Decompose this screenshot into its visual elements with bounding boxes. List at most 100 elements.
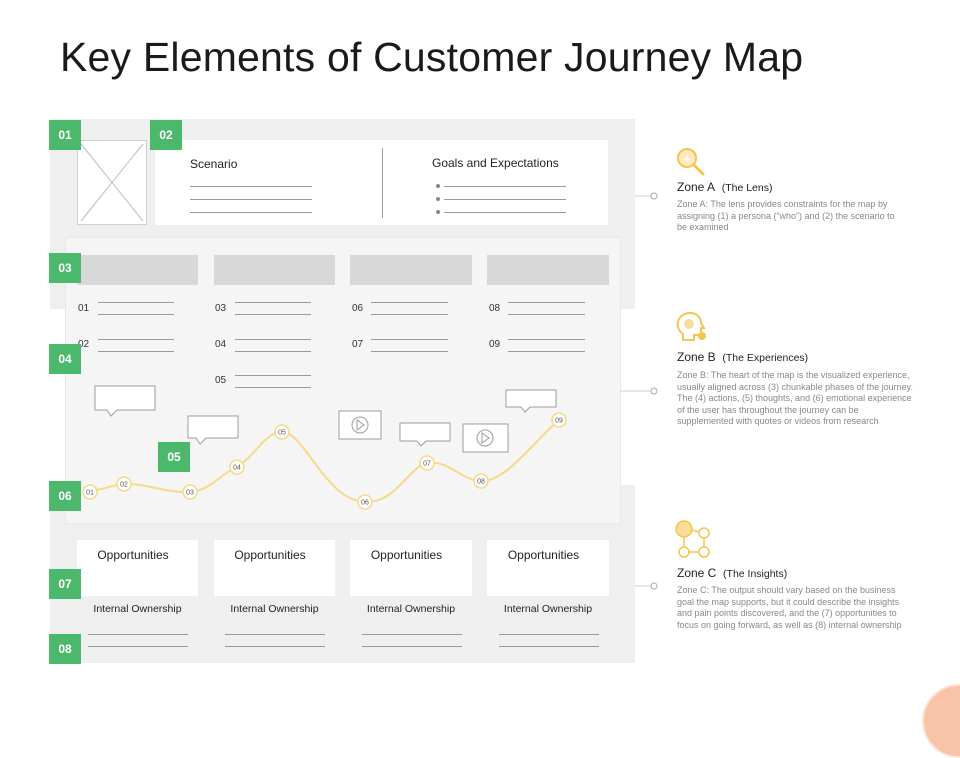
speech-bubble-icon xyxy=(505,389,557,413)
svg-text:+: + xyxy=(683,154,691,165)
curve-point-label: 09 xyxy=(555,418,563,425)
page-title: Key Elements of Customer Journey Map xyxy=(60,34,804,80)
curve-point-label: 07 xyxy=(423,461,431,468)
curve-point-marker xyxy=(357,494,373,510)
curve-point-08: 08 xyxy=(473,473,489,489)
connector-dot xyxy=(650,192,658,200)
network-icon xyxy=(675,520,710,558)
zone-c-description: Zone C: The output should vary based on … xyxy=(677,585,902,630)
ownership-line xyxy=(499,634,599,635)
zone-b-description: Zone B: The heart of the map is the visu… xyxy=(677,370,913,426)
zone-b-title: Zone B (The Experiences) xyxy=(677,350,808,364)
ownership-label: Internal Ownership xyxy=(366,603,456,615)
badge-07: 07 xyxy=(49,569,81,599)
action-line xyxy=(508,314,585,315)
opportunity-label: Opportunities xyxy=(97,548,169,562)
scenario-box xyxy=(155,140,608,225)
opportunity-box xyxy=(214,540,335,596)
curve-point-marker xyxy=(229,459,245,475)
ownership-line xyxy=(499,646,599,647)
video-play-icon xyxy=(338,410,382,440)
action-number: 05 xyxy=(215,375,227,386)
action-line xyxy=(235,339,311,340)
curve-point-07: 07 xyxy=(419,455,435,471)
zone-b-name: Zone B xyxy=(677,350,716,364)
zone-a-title: Zone A (The Lens) xyxy=(677,180,772,194)
action-line xyxy=(235,302,311,303)
opportunity-label: Opportunities xyxy=(370,548,443,562)
opportunity-box xyxy=(350,540,472,596)
goals-line xyxy=(444,186,566,187)
curve-point-03: 03 xyxy=(182,484,198,500)
curve-point-marker xyxy=(182,484,198,500)
badge-03: 03 xyxy=(49,253,81,283)
bullet-dot xyxy=(436,184,440,188)
video-play-icon xyxy=(462,423,509,453)
zone-b-sub: (The Experiences) xyxy=(722,352,809,364)
badge-06: 06 xyxy=(49,481,81,511)
speech-bubble-icon xyxy=(94,385,156,417)
opportunity-box xyxy=(487,540,609,596)
curve-point-05: 05 xyxy=(274,424,290,440)
ownership-line xyxy=(88,634,188,635)
badge-01: 01 xyxy=(49,120,81,150)
action-line xyxy=(371,314,448,315)
badge-05: 05 xyxy=(158,442,190,472)
zone-c-sub: (The Insights) xyxy=(723,568,788,580)
action-line xyxy=(235,375,311,376)
opportunity-label: Opportunities xyxy=(234,548,306,562)
curve-point-marker xyxy=(473,473,489,489)
zone-c-title: Zone C (The Insights) xyxy=(677,566,787,580)
action-line xyxy=(371,339,448,340)
action-line xyxy=(98,351,174,352)
scenario-line xyxy=(190,186,312,187)
curve-point-01: 01 xyxy=(82,484,98,500)
phase-header xyxy=(350,255,472,285)
action-number: 01 xyxy=(78,303,90,314)
curve-point-06: 06 xyxy=(357,494,373,510)
action-number: 06 xyxy=(352,303,364,314)
opportunity-box xyxy=(77,540,198,596)
curve-point-marker xyxy=(116,476,132,492)
zone-connectors xyxy=(620,192,658,590)
action-number: 08 xyxy=(489,303,501,314)
action-line xyxy=(98,314,174,315)
zone-a-description: Zone A: The lens provides constraints fo… xyxy=(677,199,895,232)
persona-box xyxy=(77,140,147,225)
persona-placeholder-icon xyxy=(77,140,147,225)
curve-point-09: 09 xyxy=(551,412,567,428)
connector-dot xyxy=(650,582,658,590)
phase-header xyxy=(487,255,609,285)
scenario-line xyxy=(190,212,312,213)
curve-point-label: 03 xyxy=(186,490,194,497)
action-line xyxy=(508,302,585,303)
scenario-label: Scenario xyxy=(190,157,238,171)
curve-point-02: 02 xyxy=(116,476,132,492)
action-line xyxy=(508,339,585,340)
action-line xyxy=(98,339,174,340)
ownership-line xyxy=(88,646,188,647)
action-number: 02 xyxy=(78,339,90,350)
action-number: 09 xyxy=(489,339,501,350)
action-line xyxy=(508,351,585,352)
ownership-line xyxy=(225,646,325,647)
curve-point-marker xyxy=(82,484,98,500)
ownership-line xyxy=(225,634,325,635)
curve-point-marker xyxy=(274,424,290,440)
zone-a-sub: (The Lens) xyxy=(721,182,773,194)
action-line xyxy=(235,314,311,315)
action-line xyxy=(235,351,311,352)
magnifier-icon: + xyxy=(677,148,705,176)
speech-bubble-icon xyxy=(399,422,451,447)
action-line xyxy=(371,351,448,352)
head-gear-icon xyxy=(676,312,706,341)
bullet-dot xyxy=(436,197,440,201)
goals-line xyxy=(444,199,566,200)
phase-header xyxy=(214,255,335,285)
decorative-corner-circle xyxy=(922,684,960,758)
action-number: 07 xyxy=(352,339,364,350)
speech-bubble-icon xyxy=(187,415,239,445)
connector-dot xyxy=(650,387,658,395)
action-number: 03 xyxy=(215,303,227,314)
